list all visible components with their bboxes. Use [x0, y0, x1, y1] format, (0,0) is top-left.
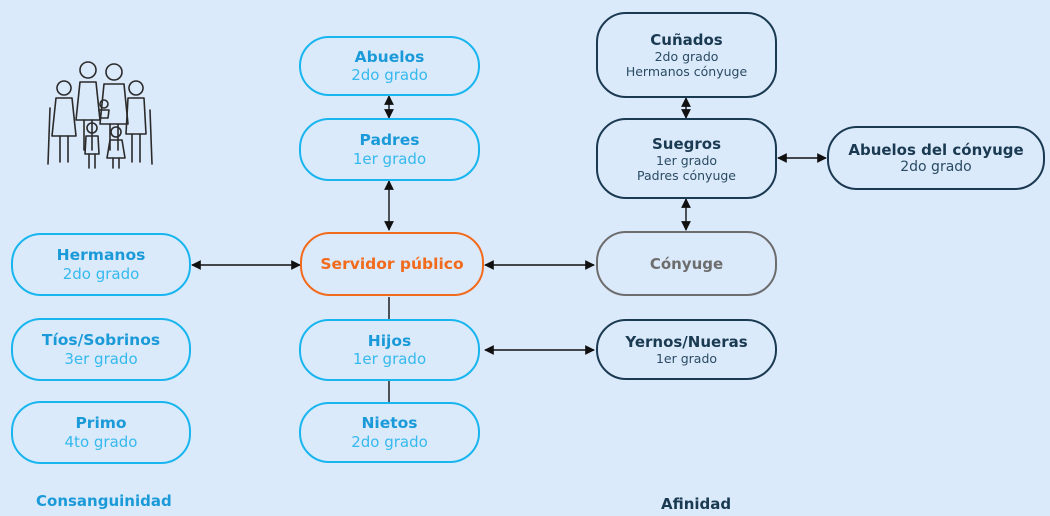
node-grade: 2do grado — [351, 432, 428, 451]
node-title: Primo — [75, 414, 127, 433]
node-title: Suegros — [651, 134, 722, 153]
node-title: Servidor público — [320, 254, 464, 273]
node-subtitle: Hermanos cónyuge — [625, 64, 748, 79]
node-cunados: Cuñados 2do grado Hermanos cónyuge — [596, 12, 777, 98]
node-grade: 3er grado — [64, 349, 138, 368]
caption-consanguinidad: Consanguinidad — [36, 492, 172, 510]
node-nietos: Nietos 2do grado — [299, 402, 480, 463]
node-title: Hermanos — [56, 246, 146, 265]
node-suegros: Suegros 1er grado Padres cónyuge — [596, 118, 777, 199]
node-hermanos: Hermanos 2do grado — [11, 233, 191, 296]
node-grade: 1er grado — [655, 351, 718, 366]
node-abuelos-conyuge: Abuelos del cónyuge 2do grado — [827, 126, 1045, 190]
node-grade: 2do grado — [654, 49, 719, 64]
node-abuelos: Abuelos 2do grado — [299, 36, 480, 96]
node-grade: 2do grado — [351, 66, 428, 85]
node-grade: 2do grado — [62, 264, 140, 283]
family-group-icon — [47, 61, 153, 169]
node-subtitle: Padres cónyuge — [637, 167, 736, 183]
node-grade: 1er grado — [352, 350, 427, 369]
node-title: Yernos/Nueras — [625, 333, 748, 351]
node-grade: 2do grado — [900, 158, 972, 175]
node-hijos: Hijos 1er grado — [299, 319, 480, 381]
node-padres: Padres 1er grado — [299, 118, 480, 181]
node-yernos-nueras: Yernos/Nueras 1er grado — [596, 319, 777, 380]
node-title: Cuñados — [650, 31, 723, 49]
node-grade: 4to grado — [64, 432, 138, 451]
node-title: Abuelos del cónyuge — [848, 140, 1024, 159]
node-conyuge: Cónyuge — [596, 231, 777, 296]
node-primo: Primo 4to grado — [11, 401, 191, 464]
node-tios-sobrinos: Tíos/Sobrinos 3er grado — [11, 318, 191, 381]
node-title: Padres — [359, 131, 420, 150]
caption-afinidad: Afinidad — [661, 495, 732, 513]
node-title: Tíos/Sobrinos — [41, 331, 161, 350]
node-grade: 1er grado — [655, 152, 718, 168]
node-servidor-publico: Servidor público — [300, 232, 484, 296]
node-grade: 1er grado — [352, 149, 427, 168]
node-title: Hijos — [367, 331, 412, 350]
node-title: Cónyuge — [649, 254, 724, 273]
node-title: Abuelos — [354, 47, 425, 66]
node-title: Nietos — [361, 414, 418, 433]
